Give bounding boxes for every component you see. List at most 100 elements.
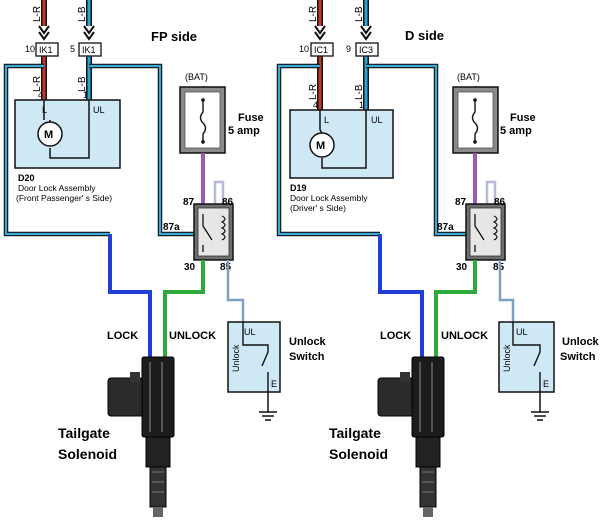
top-wire-lb: [83, 0, 95, 100]
switch-ul-label: UL: [516, 327, 528, 337]
connector-box: [35, 42, 59, 57]
fuse-icon: [471, 100, 479, 142]
unlock-solenoid-wire: [163, 260, 205, 360]
wire-label-lb: L-B: [77, 6, 88, 22]
switch-label: Switch: [560, 351, 596, 363]
relay-coil-icon: [492, 215, 498, 241]
switch-ul-label: UL: [244, 327, 256, 337]
relay-switch-icon: [474, 214, 485, 252]
tailgate-solenoid-icon: [107, 356, 175, 517]
wire-label-lb: L-B: [354, 84, 365, 100]
lock-label: LOCK: [107, 330, 138, 342]
wire-label-lr: L-R: [32, 6, 43, 22]
solenoid-label: Solenoid: [58, 446, 117, 462]
relay-pin: 87a: [437, 222, 454, 233]
bat-label: (BAT): [185, 72, 208, 82]
relay-pin: 87: [183, 197, 195, 208]
ground-icon: [531, 411, 549, 421]
lock-solenoid-wire: [378, 234, 424, 360]
assembly-code: D20: [18, 173, 35, 183]
relay-to-switch-wire: [498, 260, 515, 322]
tailgate-solenoid-icon: [377, 356, 445, 517]
lock-terminal: UL: [93, 105, 105, 115]
relay-86-wire: [213, 180, 225, 205]
connector-pin: 10: [299, 44, 309, 54]
relay-pin: 85: [220, 262, 232, 273]
side-title: D side: [405, 28, 444, 43]
switch-contact-icon: [512, 322, 541, 392]
connector-name: IK1: [82, 45, 96, 55]
relay-pin: 87a: [163, 222, 180, 233]
relay-pin: 86: [222, 197, 234, 208]
lock-pin: 1: [359, 100, 364, 110]
internal-wiring: [319, 110, 367, 169]
side-title: FP side: [151, 29, 197, 44]
assembly-name: Door Lock Assembly: [18, 183, 96, 193]
wire-label-lr: L-R: [308, 84, 319, 100]
unlock-wire: [366, 64, 470, 236]
lock-terminal: L: [324, 115, 329, 125]
connector-box: [355, 42, 379, 57]
connector-box: [310, 42, 334, 57]
lock-wire: [277, 64, 380, 236]
internal-wiring: [43, 100, 90, 159]
unlock-wire: [89, 64, 196, 236]
fuse-label: Fuse: [238, 112, 264, 124]
lock-pin: 4: [313, 100, 318, 110]
switch-e-label: E: [271, 379, 277, 389]
solenoid-label: Tailgate: [58, 425, 110, 441]
relay-pin: 30: [456, 262, 468, 273]
ground-icon: [259, 411, 277, 421]
motor-symbol: M: [316, 140, 325, 152]
solenoid-label: Tailgate: [329, 425, 381, 441]
solenoid-label: Solenoid: [329, 446, 388, 462]
unlock-switch-box: [498, 321, 555, 393]
unlock-switch-box: [227, 321, 281, 393]
wire-label-lr: L-R: [308, 6, 319, 22]
assembly-sub: (Front Passenger' s Side): [16, 193, 112, 203]
fuse-rating: 5 amp: [228, 125, 260, 137]
connector-name: IC1: [314, 45, 328, 55]
lock-terminal: UL: [371, 115, 383, 125]
unlock-solenoid-wire: [434, 260, 477, 360]
lock-solenoid-wire: [108, 234, 152, 360]
lock-pin: 1: [83, 90, 88, 100]
assembly-code: D19: [290, 183, 307, 193]
connector-pin: 5: [70, 44, 75, 54]
unlock-label: UNLOCK: [441, 330, 488, 342]
connector-box: [78, 42, 102, 57]
fuse-icon: [199, 100, 207, 142]
switch-label: Unlock: [562, 336, 600, 348]
relay-pin: 87: [455, 197, 467, 208]
relay-to-switch-wire: [226, 260, 245, 322]
connector-pin: 9: [346, 44, 351, 54]
relay-coil-icon: [220, 215, 226, 241]
switch-label: Unlock: [289, 336, 327, 348]
relay-switch-icon: [202, 214, 213, 252]
relay-pin: 30: [184, 262, 196, 273]
assembly-sub: (Driver' s Side): [290, 203, 346, 213]
connector-name: IK1: [39, 45, 53, 55]
unlock-label: UNLOCK: [169, 330, 216, 342]
lock-wire: [4, 64, 110, 236]
d-side-circuit: L-R L-B L-R L-B 10 IC1 9 IC3 4 1 L UL M …: [276, 0, 600, 517]
fp-side-circuit: L-R L-B L-R L-B 10 IK1 5 IK1 4 1 L UL M …: [3, 0, 327, 517]
bat-label: (BAT): [457, 72, 480, 82]
switch-unlock-text: Unlock: [231, 344, 241, 372]
connector-name: IC3: [359, 45, 373, 55]
lock-pin: 4: [38, 90, 43, 100]
switch-contact-icon: [242, 322, 269, 392]
switch-e-label: E: [543, 379, 549, 389]
wire-label-lb: L-B: [77, 76, 88, 92]
door-lock-assembly-box: [289, 109, 394, 179]
switch-label: Switch: [289, 351, 325, 363]
wire-label-lr: L-R: [32, 76, 43, 92]
motor-symbol: M: [44, 129, 53, 141]
fuse-rating: 5 amp: [500, 125, 532, 137]
connector-pin: 10: [25, 44, 35, 54]
lock-label: LOCK: [380, 330, 411, 342]
relay-86-wire: [485, 180, 497, 205]
door-lock-assembly-box: [14, 99, 121, 169]
relay-pin: 86: [494, 197, 506, 208]
